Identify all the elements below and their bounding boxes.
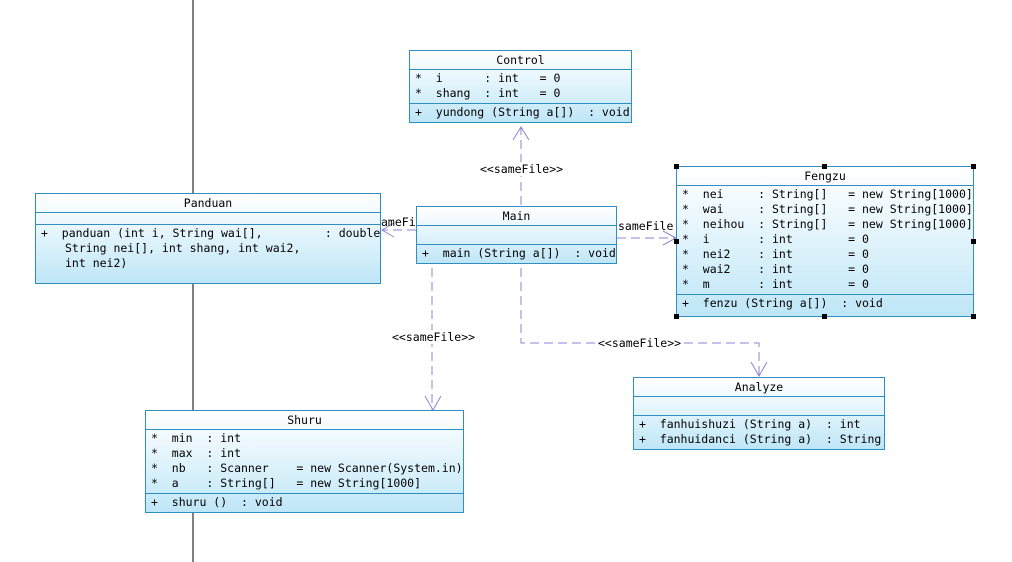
attribute: * a : String[] = new String[1000] (151, 476, 422, 490)
attributes-section (36, 213, 380, 225)
attributes-section: * min : int * max : int * nb : Scanner =… (146, 430, 463, 494)
selection-handle[interactable] (674, 164, 679, 169)
class-name: Fengzu (677, 167, 973, 186)
class-analyze[interactable]: Analyze + fanhuishuzi (String a) : int +… (633, 377, 885, 450)
label-main-panduan: ameFil (381, 215, 423, 229)
attribute: * nb : Scanner = new Scanner(System.in) (151, 461, 463, 475)
operation: + fenzu (String a[]) : void (682, 296, 883, 310)
attributes-section (634, 397, 884, 416)
attributes-section: * i : int = 0 * shang : int = 0 (410, 70, 631, 104)
attributes-section (417, 226, 616, 245)
selection-handle[interactable] (971, 239, 976, 244)
selection-handle[interactable] (674, 239, 679, 244)
selection-handle[interactable] (674, 314, 679, 319)
attribute: * nei2 : int = 0 (682, 247, 869, 261)
attribute: * nei : String[] = new String[1000] (682, 187, 973, 201)
attribute: * i : int = 0 (682, 232, 869, 246)
selection-handle[interactable] (822, 164, 827, 169)
arrowhead-control (512, 126, 530, 141)
class-control[interactable]: Control * i : int = 0 * shang : int = 0 … (409, 50, 632, 123)
class-name: Analyze (634, 378, 884, 397)
operations-section: + shuru () : void (146, 494, 463, 512)
arrowhead-shuru (424, 395, 442, 412)
attribute: * i : int = 0 (415, 71, 561, 85)
class-panduan[interactable]: Panduan + panduan (int i, String wai[], … (35, 193, 381, 284)
operation-continued: int nei2) (65, 256, 128, 270)
label-main-shuru: <<sameFile>> (392, 330, 476, 344)
attribute: * max : int (151, 446, 242, 460)
operations-section: + fanhuishuzi (String a) : int + fanhuid… (634, 416, 884, 449)
arrowhead-analyze (750, 361, 768, 378)
operation: + yundong (String a[]) : void (415, 105, 630, 119)
class-name: Control (410, 51, 631, 70)
operation-continued: String nei[], int shang, int wai2, (65, 241, 301, 255)
operations-section: + fenzu (String a[]) : void (677, 295, 973, 313)
selection-handle[interactable] (971, 164, 976, 169)
operations-section: + panduan (int i, String wai[], : double… (36, 225, 380, 273)
operation: + fanhuidanci (String a) : String (639, 432, 882, 446)
label-main-analyze: <<sameFile>> (598, 336, 682, 350)
operation: + panduan (int i, String wai[], : double (41, 226, 381, 240)
operation: + shuru () : void (151, 495, 283, 509)
label-main-control: <<sameFile>> (480, 162, 564, 176)
attribute: * shang : int = 0 (415, 86, 561, 100)
operations-section: + main (String a[]) : void (417, 245, 616, 263)
class-name: Main (417, 207, 616, 226)
selection-handle[interactable] (971, 314, 976, 319)
operation: + main (String a[]) : void (422, 246, 616, 260)
attributes-section: * nei : String[] = new String[1000] * wa… (677, 186, 973, 295)
class-name: Panduan (36, 194, 380, 213)
attribute: * wai2 : int = 0 (682, 262, 869, 276)
class-name: Shuru (146, 411, 463, 430)
class-main[interactable]: Main + main (String a[]) : void (416, 206, 617, 264)
attribute: * m : int = 0 (682, 277, 869, 291)
class-fengzu[interactable]: Fengzu * nei : String[] = new String[100… (676, 166, 974, 317)
attribute: * neihou : String[] = new String[1000] (682, 217, 973, 231)
class-shuru[interactable]: Shuru * min : int * max : int * nb : Sca… (145, 410, 464, 513)
attribute: * wai : String[] = new String[1000] (682, 202, 973, 216)
operations-section: + yundong (String a[]) : void (410, 104, 631, 122)
selection-handle[interactable] (822, 314, 827, 319)
operation: + fanhuishuzi (String a) : int (639, 417, 861, 431)
label-main-fengzu: sameFile (618, 219, 674, 233)
attribute: * min : int (151, 431, 242, 445)
